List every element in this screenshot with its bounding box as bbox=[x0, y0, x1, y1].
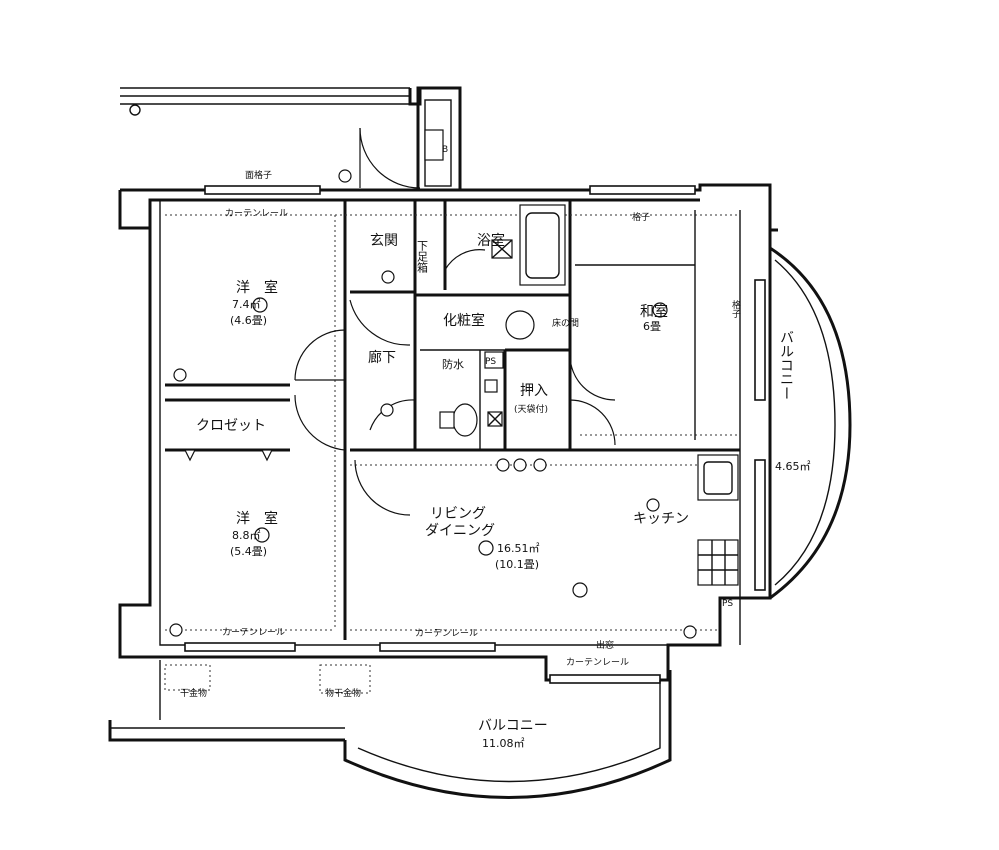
room-living-tatami: (10.1畳) bbox=[495, 558, 539, 571]
balcony-bottom bbox=[108, 660, 672, 799]
room-bath: 浴室 bbox=[477, 232, 505, 249]
label-ps-kitchen: PS bbox=[722, 599, 733, 609]
room-oshiire: 押入 bbox=[520, 383, 548, 399]
sink-icon bbox=[505, 310, 535, 340]
label-curtain-rail-br: カーテンレール bbox=[566, 657, 629, 668]
balcony-right-area: 4.65㎡ bbox=[775, 460, 811, 473]
room-tokonoma: 床の間 bbox=[552, 317, 579, 329]
light-icon bbox=[572, 582, 588, 598]
room-western1-name: 洋 室 bbox=[236, 279, 278, 296]
balcony-right-name: バルコニー bbox=[778, 330, 794, 400]
room-japanese-size: 6畳 bbox=[643, 320, 661, 333]
light-icon bbox=[646, 498, 660, 512]
outlet-icon bbox=[380, 403, 394, 417]
room-western2-area: 8.8㎡ bbox=[232, 529, 261, 542]
railing-top-left bbox=[120, 87, 410, 116]
kitchen-fixtures bbox=[697, 454, 739, 586]
entrance-column: B bbox=[359, 86, 462, 192]
outlet-icon bbox=[169, 623, 183, 637]
outlet-icon bbox=[381, 270, 395, 284]
windows bbox=[184, 185, 766, 684]
room-hall: 廊下 bbox=[368, 349, 396, 366]
light-icon bbox=[252, 297, 268, 313]
room-western1-area: 7.4㎡ bbox=[232, 298, 261, 311]
label-curtain-rail-bl: カーテンレール bbox=[222, 627, 285, 638]
room-living-line2: ダイニング bbox=[425, 523, 495, 539]
room-western2-name: 洋 室 bbox=[236, 510, 278, 527]
label-window-bay: 出窓 bbox=[596, 639, 614, 651]
room-japanese-name: 和室 bbox=[640, 303, 668, 320]
room-powder: 化粧室 bbox=[443, 312, 485, 329]
label-curtain-rail-top: カーテンレール bbox=[225, 208, 288, 219]
stove-icon bbox=[697, 539, 739, 586]
light-icon bbox=[652, 302, 668, 318]
room-living-area: 16.51㎡ bbox=[497, 542, 540, 555]
balcony-bottom-area: 11.08㎡ bbox=[482, 737, 525, 750]
outlet-icon bbox=[173, 368, 187, 382]
light-icon bbox=[478, 540, 494, 556]
balcony-right bbox=[769, 246, 852, 600]
toilet-icon bbox=[452, 403, 478, 437]
doors bbox=[294, 249, 616, 516]
label-lattice-right: 格子 bbox=[730, 299, 741, 318]
room-western1-tatami: (4.6畳) bbox=[230, 314, 267, 327]
label-drying-rack2: 物干金物 bbox=[325, 687, 361, 699]
interior-walls bbox=[165, 200, 741, 645]
room-shoebox: 下足箱 bbox=[416, 240, 429, 274]
outlet-icon bbox=[496, 458, 510, 472]
room-closet: クロゼット bbox=[196, 418, 266, 434]
outlet-icon bbox=[533, 458, 547, 472]
bathtub-icon bbox=[519, 204, 566, 286]
light-icon bbox=[338, 169, 352, 183]
fixtures-circles bbox=[169, 169, 697, 639]
label-lattice-top: 格子 bbox=[632, 211, 650, 223]
light-icon bbox=[254, 527, 270, 543]
room-oshiire-note: (天袋付) bbox=[514, 403, 548, 415]
bath-fixtures bbox=[439, 204, 566, 437]
tatami-lines bbox=[575, 210, 696, 440]
closet-marks bbox=[184, 449, 273, 462]
room-entrance: 玄関 bbox=[370, 232, 398, 249]
label-waterproof: 防水 bbox=[442, 357, 464, 371]
label-ps: PS bbox=[485, 357, 496, 367]
balcony-bottom-name: バルコニー bbox=[478, 718, 548, 734]
label-grille-top: 面格子 bbox=[245, 169, 272, 181]
room-living-line1: リビング bbox=[430, 506, 486, 522]
outlet-icon bbox=[513, 458, 527, 472]
label-curtain-rail-bm: カーテンレール bbox=[415, 628, 478, 639]
room-kitchen: キッチン bbox=[633, 511, 689, 527]
svg-text:B: B bbox=[442, 145, 448, 155]
label-drying-rack: 干金物 bbox=[180, 687, 207, 699]
outlet-icon bbox=[683, 625, 697, 639]
room-western2-tatami: (5.4畳) bbox=[230, 545, 267, 558]
